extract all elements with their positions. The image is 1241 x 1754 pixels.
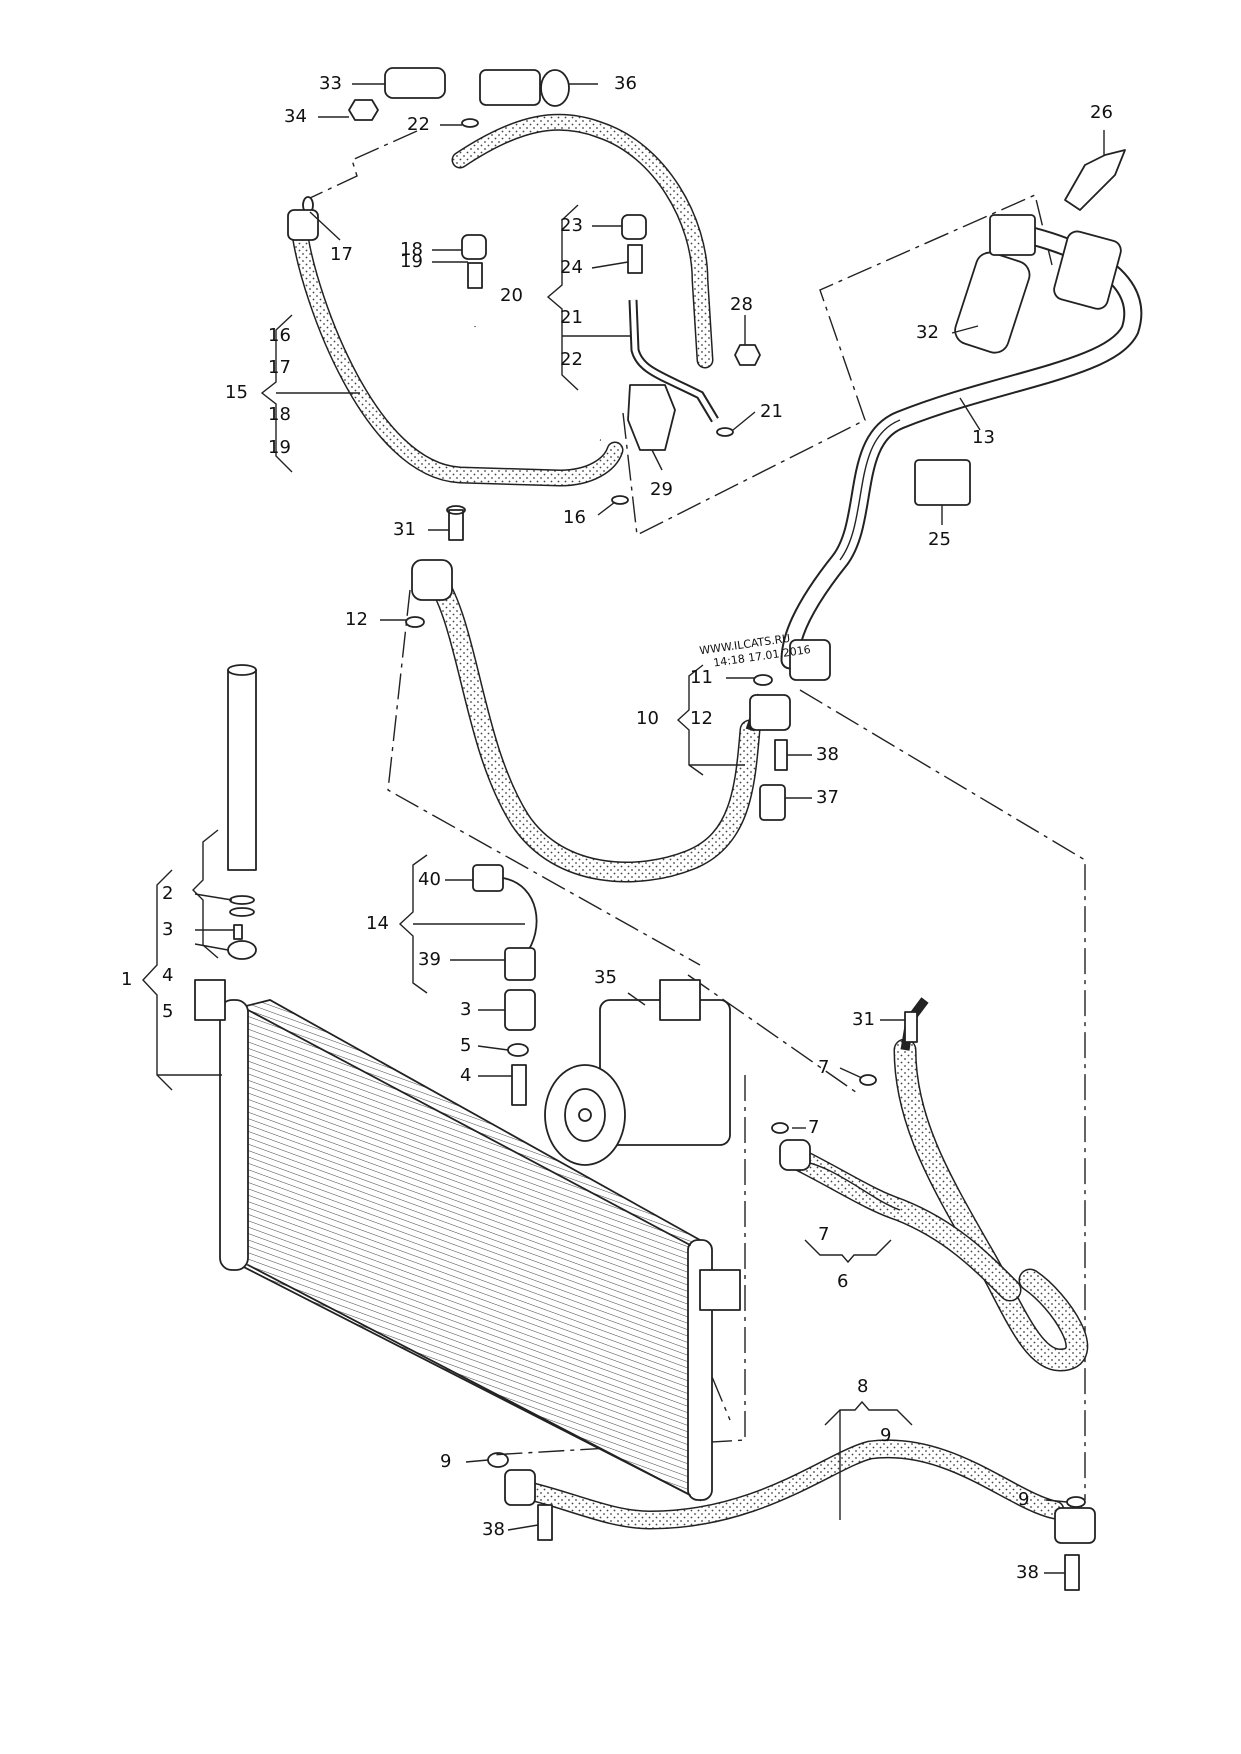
dryer-cartridge bbox=[227, 664, 257, 960]
callout-c35: 35 bbox=[594, 967, 617, 988]
callout-c4b: 4 bbox=[460, 1065, 471, 1086]
callout-c2: 2 bbox=[162, 883, 173, 904]
callout-c31a: 31 bbox=[393, 519, 416, 540]
callout-c36: 36 bbox=[614, 73, 637, 94]
callout-c19b: 19 bbox=[268, 437, 291, 458]
callout-c14: 14 bbox=[366, 913, 389, 934]
callout-c19a: 19 bbox=[400, 251, 423, 272]
callout-c4a: 4 bbox=[162, 965, 173, 986]
callout-c13: 13 bbox=[972, 427, 995, 448]
callout-c9a: 9 bbox=[880, 1425, 891, 1446]
callout-c28: 28 bbox=[730, 294, 753, 315]
callout-c33: 33 bbox=[319, 73, 342, 94]
callout-c24: 24 bbox=[560, 257, 583, 278]
callout-c25: 25 bbox=[928, 529, 951, 550]
callout-c17a: 17 bbox=[330, 244, 353, 265]
callout-c5b: 5 bbox=[460, 1035, 471, 1056]
callout-c39: 39 bbox=[418, 949, 441, 970]
callout-c34: 34 bbox=[284, 106, 307, 127]
callout-c40: 40 bbox=[418, 869, 441, 890]
callout-c37: 37 bbox=[816, 787, 839, 808]
callout-c22b: 22 bbox=[560, 349, 583, 370]
callout-c32: 32 bbox=[916, 322, 939, 343]
callout-c17b: 17 bbox=[268, 357, 291, 378]
dashed-connection-lines bbox=[309, 130, 1086, 1500]
callout-c11: 11 bbox=[690, 667, 713, 688]
callout-c3b: 3 bbox=[460, 999, 471, 1020]
compressor bbox=[544, 979, 731, 1166]
leader-lines bbox=[142, 83, 1105, 1574]
callout-c22a: 22 bbox=[407, 114, 430, 135]
condenser bbox=[194, 979, 741, 1502]
callout-c6: 6 bbox=[837, 1271, 848, 1292]
callout-c7c: 7 bbox=[818, 1224, 829, 1245]
callout-c38b: 38 bbox=[482, 1519, 505, 1540]
callout-c20: 20 bbox=[500, 285, 523, 306]
callout-c1: 1 bbox=[121, 969, 132, 990]
callout-c9c: 9 bbox=[1018, 1489, 1029, 1510]
callout-c12b: 12 bbox=[690, 708, 713, 729]
callout-c18: 18 bbox=[400, 239, 423, 260]
callout-c10: 10 bbox=[636, 708, 659, 729]
callout-c16b: 16 bbox=[563, 507, 586, 528]
callout-c38c: 38 bbox=[1016, 1562, 1039, 1583]
callout-c3a: 3 bbox=[162, 919, 173, 940]
callout-c15: 15 bbox=[225, 382, 248, 403]
callout-c38a: 38 bbox=[816, 744, 839, 765]
callout-c7a: 7 bbox=[818, 1057, 829, 1078]
callout-c21b: 21 bbox=[760, 401, 783, 422]
callout-c7b: 7 bbox=[808, 1117, 819, 1138]
callout-c8: 8 bbox=[857, 1376, 868, 1397]
callout-c5a: 5 bbox=[162, 1001, 173, 1022]
small-parts bbox=[287, 67, 1126, 1591]
callout-c21a: 21 bbox=[560, 307, 583, 328]
callout-c9b: 9 bbox=[440, 1451, 451, 1472]
callout-c31b: 31 bbox=[852, 1009, 875, 1030]
callout-c18b: 18 bbox=[268, 404, 291, 425]
callout-c29: 29 bbox=[650, 479, 673, 500]
callout-c23: 23 bbox=[560, 215, 583, 236]
callout-c26: 26 bbox=[1090, 102, 1113, 123]
callout-c12a: 12 bbox=[345, 609, 368, 630]
callout-c16a: 16 bbox=[268, 325, 291, 346]
